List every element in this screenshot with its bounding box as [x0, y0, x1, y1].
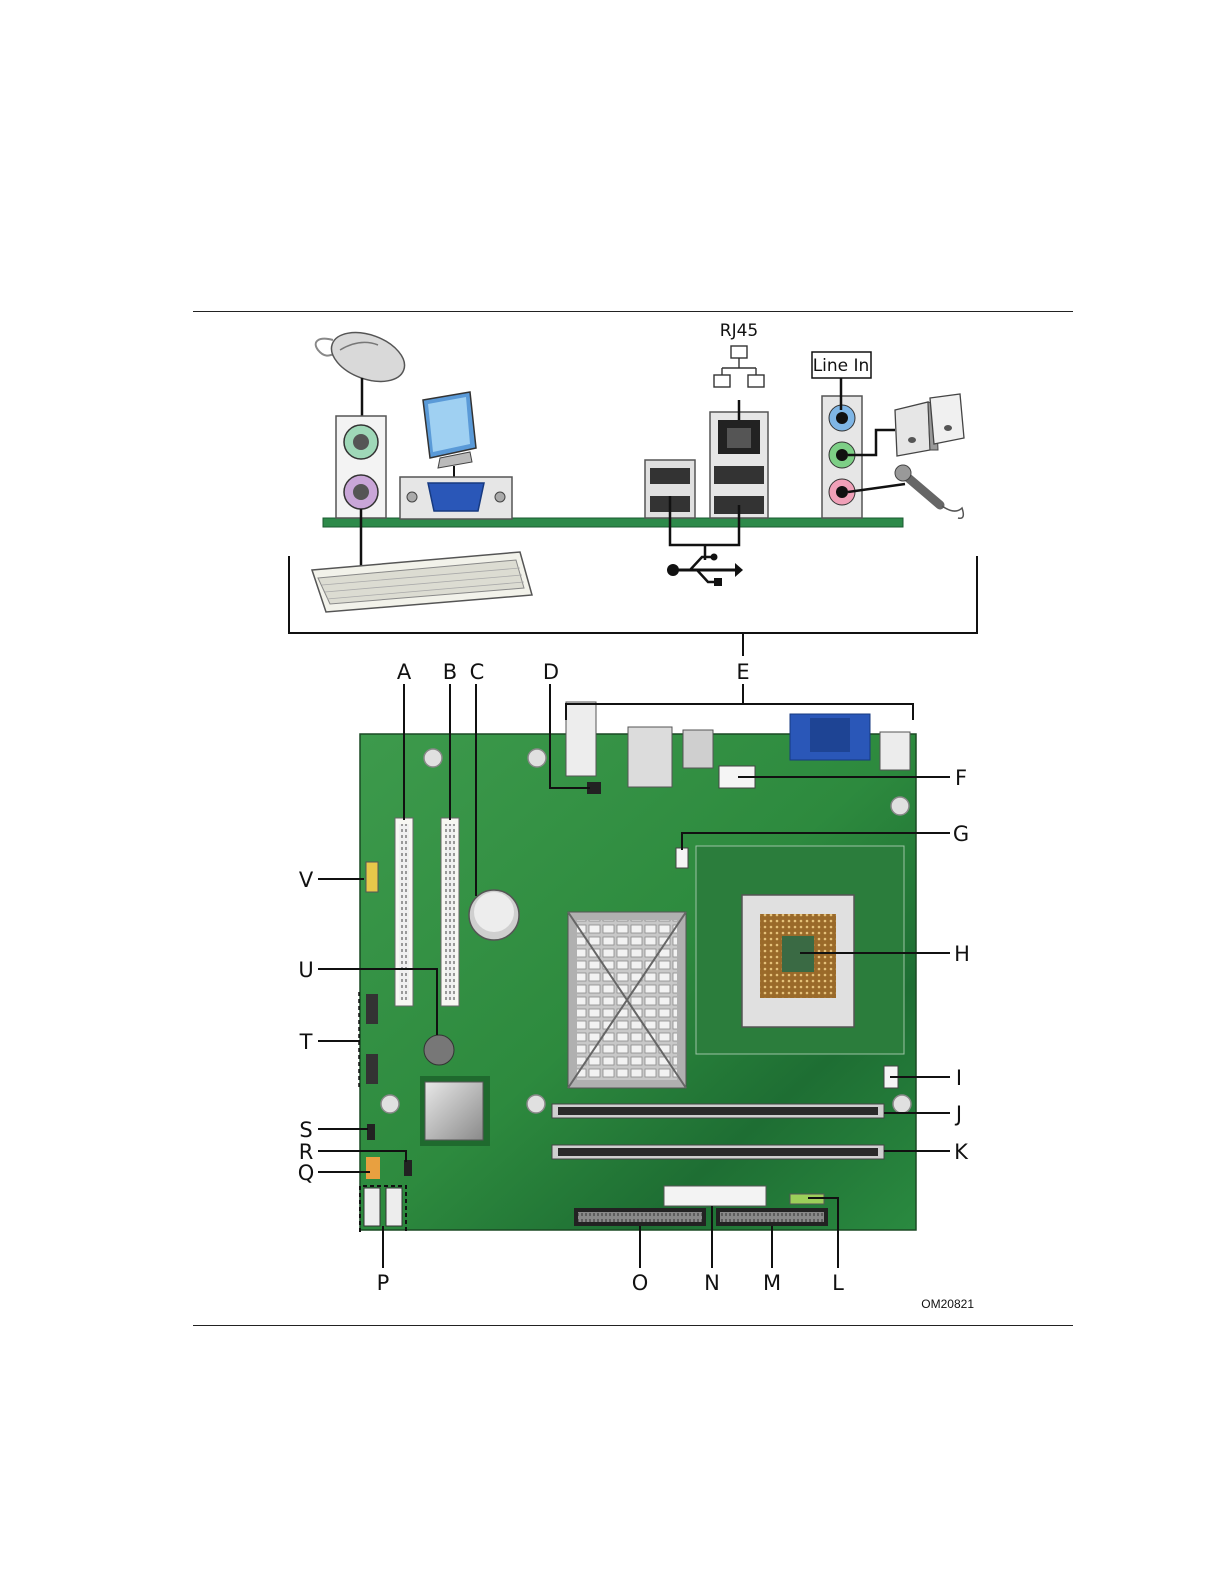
mouse-icon [316, 323, 412, 390]
callout-c: C [470, 660, 485, 684]
keyboard-icon [312, 552, 532, 612]
callout-a: A [397, 660, 412, 684]
callout-h: H [954, 942, 970, 966]
callout-f: F [955, 766, 967, 790]
callout-k: K [954, 1140, 969, 1164]
heatsink [568, 912, 686, 1088]
microphone-icon [895, 465, 963, 518]
network-icon [714, 346, 764, 387]
callout-l: L [832, 1271, 844, 1295]
callout-n: N [704, 1271, 720, 1295]
callout-s: S [299, 1118, 312, 1142]
callout-g: G [953, 822, 969, 846]
callout-r: R [299, 1140, 314, 1164]
audio-jacks [822, 396, 862, 518]
motherboard [359, 702, 916, 1230]
speakers-icon [895, 394, 964, 456]
monitor-icon [423, 392, 476, 480]
callout-j: J [954, 1102, 962, 1126]
callout-u: U [298, 958, 313, 982]
figure-code: OM20821 [921, 1297, 974, 1311]
callout-q: Q [298, 1161, 315, 1185]
rj45-label: RJ45 [720, 321, 758, 341]
rj45-usb-stack [710, 412, 768, 518]
callout-o: O [632, 1271, 649, 1295]
callout-d: D [543, 660, 559, 684]
callout-p: P [377, 1271, 390, 1295]
vga-port [400, 477, 512, 519]
cpu-socket [696, 846, 904, 1054]
callout-v: V [299, 868, 314, 892]
callout-t: T [299, 1030, 313, 1054]
callout-m: M [763, 1271, 781, 1295]
back-panel-illustration: RJ45 Line In [289, 321, 977, 656]
line-in-label: Line In [813, 356, 870, 376]
callout-e: E [736, 660, 749, 684]
ps2-ports [336, 416, 386, 518]
callout-b: B [443, 660, 457, 684]
callout-i: I [956, 1066, 962, 1090]
